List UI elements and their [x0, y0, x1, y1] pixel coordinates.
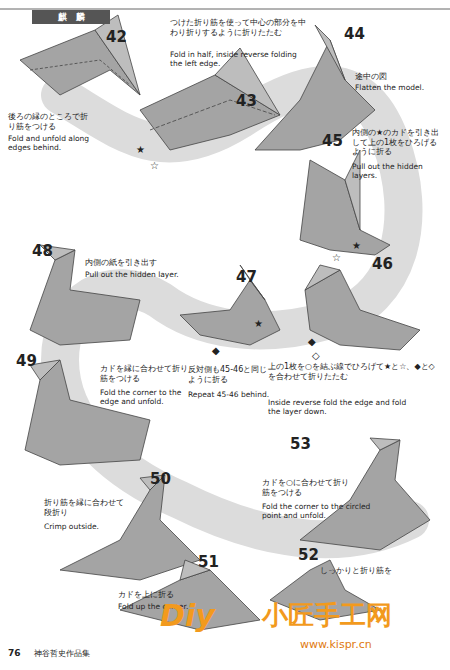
instruction-text: カドを○に合わせて折り筋をつける	[262, 478, 354, 497]
step-number: 52	[298, 546, 328, 564]
step-number: 51	[198, 553, 228, 571]
instruction-text: 折り筋を縁に合わせて段折り	[44, 498, 124, 517]
reference-mark: ★	[254, 318, 268, 330]
instruction-text-en: Pull out the hidden layers.	[352, 162, 444, 180]
step-number: 43	[236, 92, 266, 110]
page-number: 76	[8, 648, 38, 659]
instruction-text: つけた折り筋を使って中心の部分を中わり折りするように折りたたむ	[170, 18, 310, 37]
instruction-text-en: Flatten the model.	[355, 83, 445, 92]
instruction-text: カドを縁に合わせて折り筋をつける	[100, 364, 192, 383]
reference-mark: ◆	[308, 336, 322, 348]
step-number: 42	[106, 28, 136, 46]
reference-mark: ☆	[150, 160, 164, 172]
step-number: 49	[16, 352, 46, 370]
origami-step-47	[180, 265, 280, 345]
instruction-text-en: Crimp outside.	[44, 522, 124, 531]
instruction-text-en: Fold the corner to the circled point and…	[262, 502, 382, 520]
step-number: 45	[322, 132, 352, 150]
instruction-text-en: Repeat 45-46 behind.	[188, 390, 273, 399]
instruction-text-en: Pull out the hidden layer.	[85, 270, 185, 279]
reference-mark: ☆	[332, 252, 346, 264]
origami-step-42	[20, 15, 140, 95]
reference-mark: ★	[136, 144, 150, 156]
instruction-text-en: Inside reverse fold the edge and fold th…	[268, 398, 418, 416]
instruction-text: 後ろの縁のところで折り筋をつける	[8, 112, 88, 131]
step-number: 47	[236, 268, 266, 286]
reference-mark: ◆	[212, 345, 226, 357]
instruction-text: 反対側も45-46と同じように折る	[188, 365, 273, 384]
instruction-text-en: Fold the corner to the edge and unfold.	[100, 388, 200, 406]
instruction-text-en: Fold in half, inside reverse folding the…	[170, 50, 310, 68]
watermark: Diy	[160, 598, 250, 634]
reference-mark: ★	[352, 240, 366, 252]
watermark: 小匠手工网	[262, 600, 442, 631]
origami-step-46	[305, 265, 420, 350]
origami-step-53	[300, 438, 430, 550]
step-number: 44	[344, 25, 374, 43]
book-title: 神谷哲史作品集	[34, 649, 154, 659]
instruction-text: 内側の紙を引き出す	[85, 258, 185, 268]
step-number: 50	[150, 470, 180, 488]
instruction-text: 上の1枚を○を結ぶ線でひろげて★と☆、◆と◇を合わせて折りたたむ	[268, 362, 438, 381]
header-band: 麒 麟	[32, 10, 110, 24]
instruction-text: 内側の★のカドを引き出して上の1枚をひろげるように折る	[352, 128, 444, 157]
step-number: 53	[290, 435, 320, 453]
instruction-text: しっかりと折り筋を	[320, 566, 420, 576]
watermark-url: www.kispr.cn	[300, 638, 440, 651]
step-number: 46	[372, 255, 402, 273]
section-title: 麒 麟	[58, 12, 85, 22]
step-number: 48	[32, 242, 62, 260]
instruction-text: 途中の図	[355, 72, 435, 82]
reference-mark: ◇	[312, 350, 326, 362]
instruction-text-en: Fold and unfold along edges behind.	[8, 134, 103, 152]
